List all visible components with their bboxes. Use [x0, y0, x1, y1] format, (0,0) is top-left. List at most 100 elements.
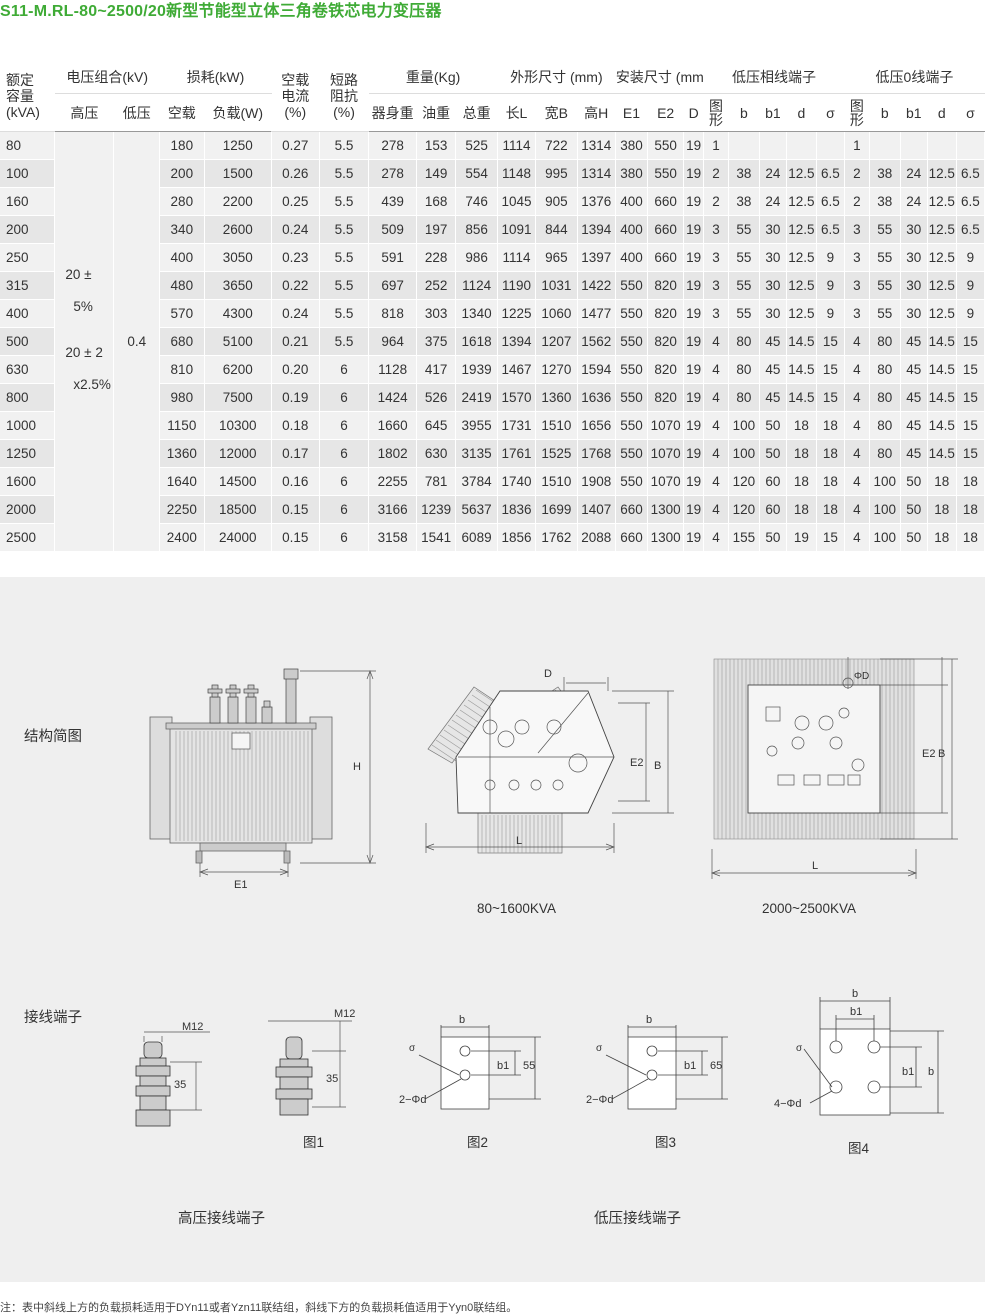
table-cell: 2500: [0, 523, 56, 552]
spec-table-wrapper: 额定容量(kVA) 电压组合(kV) 损耗(kW) 空载电流(%) 短路阻抗(%…: [0, 61, 985, 552]
hdr-zero-b1: b1: [900, 93, 928, 132]
table-cell: 1394: [577, 215, 616, 244]
table-cell: 1250: [204, 131, 272, 160]
table-cell: 18: [786, 495, 817, 524]
table-cell: 12.5: [786, 299, 817, 328]
table-cell: 4: [703, 383, 729, 412]
hv-terminal-2: M12 35: [268, 1008, 355, 1116]
caption-large-capacity: 2000~2500KVA: [762, 901, 856, 916]
table-cell: 15: [956, 411, 985, 440]
table-cell: 19: [683, 271, 705, 300]
table-cell: 1360: [159, 439, 205, 468]
structure-side-view: H E1: [149, 668, 376, 891]
table-cell: 80: [869, 439, 901, 468]
table-cell: 155: [728, 523, 760, 552]
table-cell: 45: [759, 355, 787, 384]
table-cell: 55: [728, 271, 760, 300]
dim-55-fig2: 55: [523, 1060, 535, 1072]
table-cell: 6.5: [816, 215, 845, 244]
table-cell: 995: [535, 159, 578, 188]
table-cell: 45: [759, 327, 787, 356]
table-cell: 45: [900, 383, 928, 412]
table-cell: 278: [368, 159, 417, 188]
table-cell: 800: [0, 383, 56, 412]
table-cell: 0.19: [271, 383, 320, 412]
hdr-phase-sigma: σ: [816, 93, 845, 132]
table-cell: 2255: [368, 467, 417, 496]
table-cell: 0.27: [271, 131, 320, 160]
table-cell: 18: [816, 495, 845, 524]
dim-b-fig3: b: [646, 1014, 652, 1026]
table-cell: 100: [0, 159, 56, 188]
table-cell: 525: [455, 131, 498, 160]
table-cell: 980: [159, 383, 205, 412]
table-cell: 6: [319, 439, 370, 468]
table-cell: 15: [956, 439, 985, 468]
table-cell: 5.5: [319, 187, 370, 216]
hdr-install: 安装尺寸 (mm): [615, 61, 705, 94]
table-cell: 55: [869, 243, 901, 272]
dim-b-fig2: b: [459, 1014, 465, 1026]
table-cell: 50: [759, 439, 787, 468]
table-cell: 0.15: [271, 523, 320, 552]
table-cell: 1250: [0, 439, 56, 468]
table-cell: 820: [647, 271, 685, 300]
table-cell: 4: [844, 383, 870, 412]
table-cell: [869, 131, 901, 160]
table-cell: 965: [535, 243, 578, 272]
table-cell: 400: [159, 243, 205, 272]
table-cell: 0.24: [271, 299, 320, 328]
table-cell: 15: [816, 327, 845, 356]
table-cell: 149: [416, 159, 457, 188]
table-cell: 5.5: [319, 131, 370, 160]
table-cell: 19: [683, 131, 705, 160]
table-cell: 2: [844, 159, 870, 188]
table-cell: 4: [844, 439, 870, 468]
hdr-lv: 低压: [113, 93, 161, 132]
table-cell: 303: [416, 299, 457, 328]
table-cell: 15: [816, 383, 845, 412]
table-cell: 820: [647, 299, 685, 328]
table-cell: 5.5: [319, 215, 370, 244]
table-cell: 18: [956, 495, 985, 524]
table-cell: 50: [900, 467, 928, 496]
table-cell: 4300: [204, 299, 272, 328]
table-cell: 630: [416, 439, 457, 468]
table-cell: 24: [900, 159, 928, 188]
table-cell: 0.20: [271, 355, 320, 384]
table-cell: 500: [0, 327, 56, 356]
table-cell: 55: [728, 299, 760, 328]
table-cell: 1314: [577, 159, 616, 188]
table-cell: 280: [159, 187, 205, 216]
table-cell: 9: [956, 299, 985, 328]
table-cell: 550: [615, 327, 649, 356]
table-cell: 3955: [455, 411, 498, 440]
table-cell: [900, 131, 928, 160]
table-cell: 6: [319, 523, 370, 552]
table-cell: 14.5: [927, 439, 957, 468]
table-cell: 400: [615, 215, 649, 244]
table-cell: 1618: [455, 327, 498, 356]
table-cell: 2: [703, 159, 729, 188]
diagram-panel: 结构简图 接线端子 H E: [0, 577, 985, 1282]
table-cell: 80: [869, 327, 901, 356]
table-cell: [728, 131, 760, 160]
table-cell: [956, 131, 985, 160]
table-cell: 19: [683, 411, 705, 440]
table-cell: 30: [759, 299, 787, 328]
table-cell: 50: [900, 495, 928, 524]
table-cell: 4: [703, 411, 729, 440]
table-cell: 4: [844, 355, 870, 384]
table-cell: 4: [703, 523, 729, 552]
table-cell: 5.5: [319, 327, 370, 356]
table-cell: 1640: [159, 467, 205, 496]
table-cell: 55: [869, 299, 901, 328]
hdr-body-weight: 器身重: [368, 93, 417, 132]
table-cell: 50: [759, 523, 787, 552]
dim-b: B: [654, 760, 661, 772]
table-cell: 4: [703, 327, 729, 356]
